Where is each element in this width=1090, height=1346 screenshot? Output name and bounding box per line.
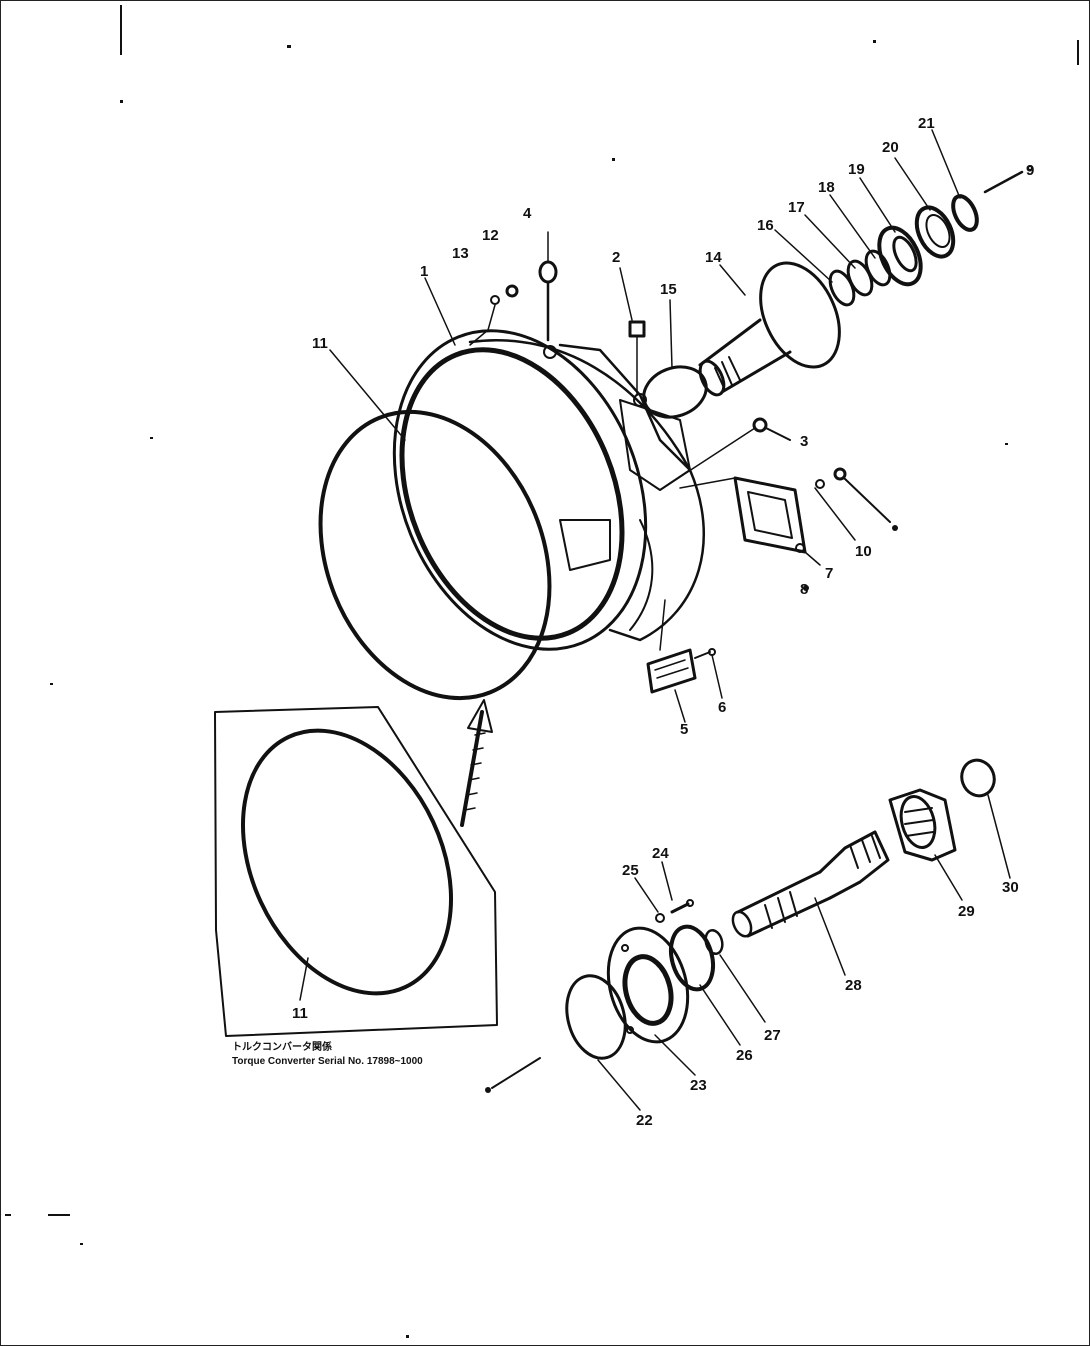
washer-25	[655, 913, 665, 923]
inset-note-line2: Torque Converter Serial No. 17898~1000	[232, 1056, 423, 1067]
washer-10	[815, 479, 825, 489]
eye-bolt-4	[538, 260, 558, 342]
snap-ring-21	[951, 194, 979, 232]
plate-5	[646, 599, 697, 694]
label-16: 16	[757, 217, 774, 234]
retainer-23	[606, 926, 690, 1044]
ring-18	[864, 249, 892, 287]
o-ring-15	[642, 365, 708, 419]
bushing-27	[704, 928, 724, 956]
label-9: 9	[1026, 162, 1034, 179]
label-7: 7	[825, 565, 833, 582]
bolt-24	[670, 899, 694, 914]
label-10: 10	[855, 543, 872, 560]
leader-lines	[329, 129, 1011, 1111]
snap-ring-30	[960, 758, 996, 798]
label-5: 5	[680, 721, 688, 738]
ring-20	[914, 205, 956, 259]
dot-indicator-upper	[1027, 165, 1033, 171]
cover-7	[679, 476, 807, 554]
label-11-inset: 11	[292, 1005, 308, 1022]
label-11: 11	[312, 335, 328, 352]
bolt-3	[659, 417, 791, 491]
washer-13	[469, 295, 500, 346]
arrow-indicator-lower	[491, 1057, 541, 1089]
reference-arrow	[460, 699, 493, 827]
label-25: 25	[622, 862, 639, 879]
label-29: 29	[958, 903, 975, 920]
dot-9-marker	[892, 525, 898, 531]
label-8: 8	[800, 581, 808, 598]
label-26: 26	[736, 1047, 753, 1064]
inset-note-line1: トルクコンバータ関係	[232, 1040, 332, 1053]
label-24: 24	[652, 845, 669, 862]
screw-8	[795, 543, 805, 553]
label-4: 4	[523, 205, 532, 222]
shaft-28	[731, 830, 890, 938]
label-23: 23	[690, 1077, 707, 1094]
label-27: 27	[764, 1027, 781, 1044]
label-18: 18	[818, 179, 835, 196]
converter-housing	[392, 329, 705, 651]
bolt-12	[505, 284, 519, 298]
label-12: 12	[482, 227, 499, 244]
print-specks	[5, 5, 1079, 1338]
label-20: 20	[882, 139, 899, 156]
label-30: 30	[1002, 879, 1019, 896]
o-ring-22	[565, 974, 627, 1060]
label-14: 14	[705, 249, 722, 266]
label-1: 1	[420, 263, 428, 280]
label-17: 17	[788, 199, 805, 216]
label-15: 15	[660, 281, 677, 298]
flange-29	[888, 788, 957, 862]
bolt-9	[833, 467, 891, 523]
label-21: 21	[918, 115, 935, 132]
inset-panel	[214, 706, 498, 1037]
bearing-19	[877, 225, 923, 287]
seal-ring-26	[668, 924, 716, 992]
label-6: 6	[718, 699, 726, 716]
dot-8-marker	[803, 585, 809, 591]
shaft-14	[698, 261, 841, 397]
gasket-ring-11	[318, 409, 552, 701]
label-28: 28	[845, 977, 862, 994]
dot-indicator-lower	[485, 1087, 491, 1093]
plug-2	[628, 320, 646, 396]
arrow-indicator-upper	[983, 170, 1024, 194]
label-13: 13	[452, 245, 469, 262]
label-19: 19	[848, 161, 865, 178]
label-3: 3	[800, 433, 808, 450]
label-22: 22	[636, 1112, 653, 1129]
label-2: 2	[612, 249, 620, 266]
gasket-ring-11-inset	[241, 728, 453, 996]
